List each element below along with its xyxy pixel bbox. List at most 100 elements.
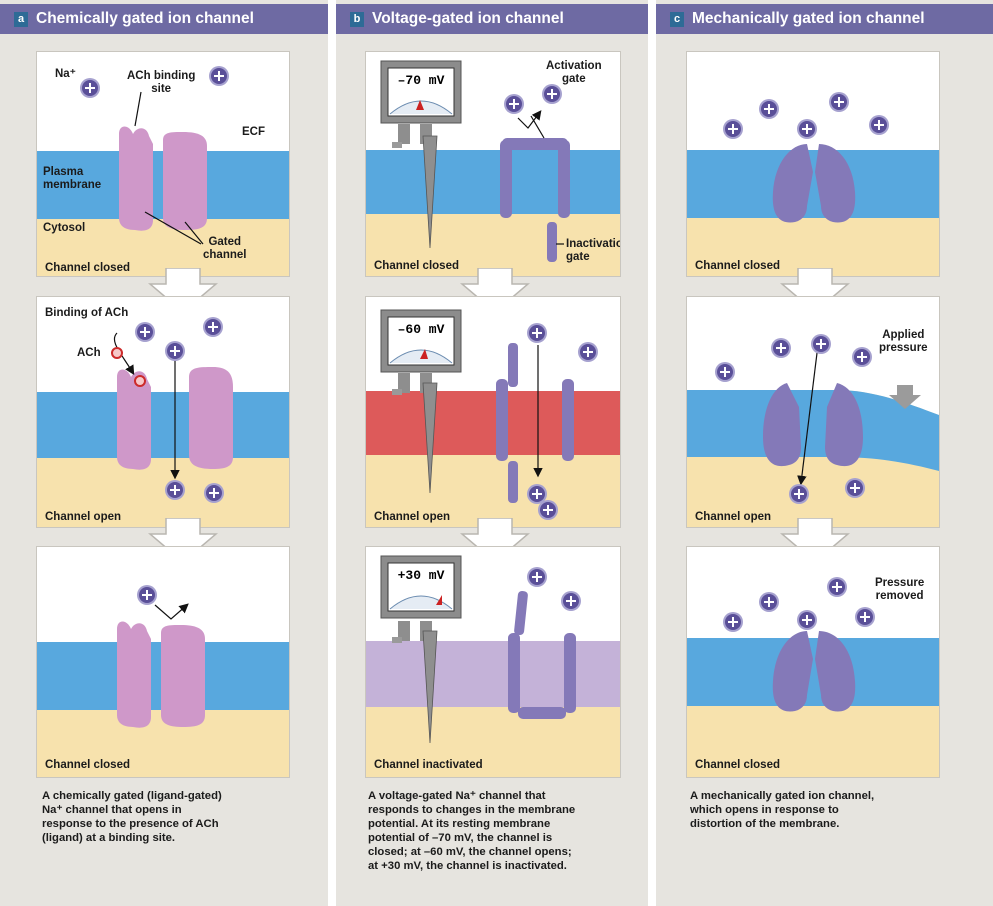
voltage-reading: –60 mV [397,322,445,337]
status-label: Channel closed [45,262,130,274]
na-ion [847,480,863,496]
header-chemically-gated: a Chemically gated ion channel [0,4,328,34]
na-ion [82,80,98,96]
na-ion [563,593,579,609]
panel-letter-c: c [670,12,684,27]
na-ion [857,609,873,625]
label-na: Na⁺ [55,68,76,80]
panel-c-closed-again: Pressure removed Channel closed [687,547,939,777]
na-ion [205,319,221,335]
na-ion [540,502,556,518]
na-ion [791,486,807,502]
status-label: Channel open [374,511,451,523]
label-inactivation-gate: Inactivation gate [566,238,620,263]
activation-gate-open [508,343,518,387]
activation-gate [502,138,568,150]
membrane-diagram-a3 [37,603,289,777]
na-ion [137,324,153,340]
na-ion [529,486,545,502]
na-ion [717,364,733,380]
label-ach: ACh [77,347,101,359]
na-ion [167,343,183,359]
na-ion [529,569,545,585]
panel-c-open: Applied pressure Channel open [687,297,939,527]
na-ion [139,587,155,603]
status-label: Channel closed [374,260,459,272]
na-ion [580,344,596,360]
na-ion [829,579,845,595]
status-label: Channel closed [695,759,780,771]
na-ion [506,96,522,112]
membrane-diagram-c1 [687,144,939,276]
status-label: Channel open [45,511,122,523]
caption-b: A voltage-gated Na⁺ channel that respond… [368,790,576,872]
panel-b-open: –60 mV Channel open [366,297,620,527]
panel-c-closed: Channel closed [687,52,939,276]
na-ion [761,101,777,117]
inactivation-gate [547,222,557,262]
na-ion [206,485,222,501]
column-voltage-gated: b Voltage-gated ion channel –70 mV Activa… [336,0,648,906]
na-ion [854,349,870,365]
membrane-diagram-c3 [687,631,939,777]
na-ion [773,340,789,356]
na-ion [813,336,829,352]
voltage-reading: –70 mV [397,73,445,88]
inactivation-gate-closed [518,707,566,719]
panel-b-closed: –70 mV Activation gate Inactivation gate… [366,52,620,276]
ach-molecule [111,347,123,359]
status-label: Channel closed [695,260,780,272]
label-binding-of-ach: Binding of ACh [45,307,129,319]
voltage-reading: +30 mV [397,568,445,583]
gated-channel-right [163,132,207,230]
na-ion [799,612,815,628]
na-ion [831,94,847,110]
label-pressure-removed: Pressure removed [875,577,925,602]
na-ion [529,325,545,341]
caption-a: A chemically gated (ligand-gated) Na⁺ ch… [42,790,222,844]
column-chemically-gated: a Chemically gated ion channel Na⁺ ACh bi… [0,0,328,906]
na-ion [871,117,887,133]
panel-a-closed: Na⁺ ACh binding site ECF Plasma membrane… [37,52,289,276]
panel-letter-a: a [14,12,28,27]
label-gated-channel: Gated channel [203,236,247,261]
status-label: Channel inactivated [374,759,483,771]
panel-title-a: Chemically gated ion channel [36,10,254,27]
column-mechanically-gated: c Mechanically gated ion channel Channel … [656,0,993,906]
na-ion [167,482,183,498]
label-cytosol: Cytosol [43,222,86,234]
na-ion [725,614,741,630]
na-ion [211,68,227,84]
caption-c: A mechanically gated ion channel, which … [690,790,875,830]
label-activation-gate: Activation gate [546,60,602,85]
panel-title-b: Voltage-gated ion channel [372,10,564,27]
ach-molecule-bound [134,375,146,387]
header-voltage-gated: b Voltage-gated ion channel [336,4,648,34]
membrane-diagram-b2 [366,343,620,527]
gated-channel-left [119,126,153,231]
panel-a-open: Binding of ACh ACh Channel open [37,297,289,527]
membrane-diagram-b3 [366,590,620,777]
voltmeter: –70 mV [380,60,462,138]
voltmeter: +30 mV [380,555,462,633]
voltmeter: –60 mV [380,309,462,387]
panel-letter-b: b [350,12,364,27]
status-label: Channel closed [45,759,130,771]
na-ion [761,594,777,610]
membrane-diagram-c2 [687,352,939,527]
membrane-diagram-b1 [366,110,620,276]
label-plasma-membrane: Plasma membrane [43,166,102,191]
status-label: Channel open [695,511,772,523]
panel-a-closed-again: Channel closed [37,547,289,777]
label-applied-pressure: Applied pressure [879,329,928,354]
na-ion [544,86,560,102]
header-mechanically-gated: c Mechanically gated ion channel [656,4,993,34]
panel-b-inactivated: +30 mV Channel inactivated [366,547,620,777]
membrane-diagram-a1 [37,91,289,276]
panel-title-c: Mechanically gated ion channel [692,10,925,27]
na-ion [725,121,741,137]
na-ion [799,121,815,137]
label-ach-binding-site: ACh binding site [127,70,196,95]
membrane-diagram-a2 [37,332,289,527]
label-ecf: ECF [242,126,265,138]
